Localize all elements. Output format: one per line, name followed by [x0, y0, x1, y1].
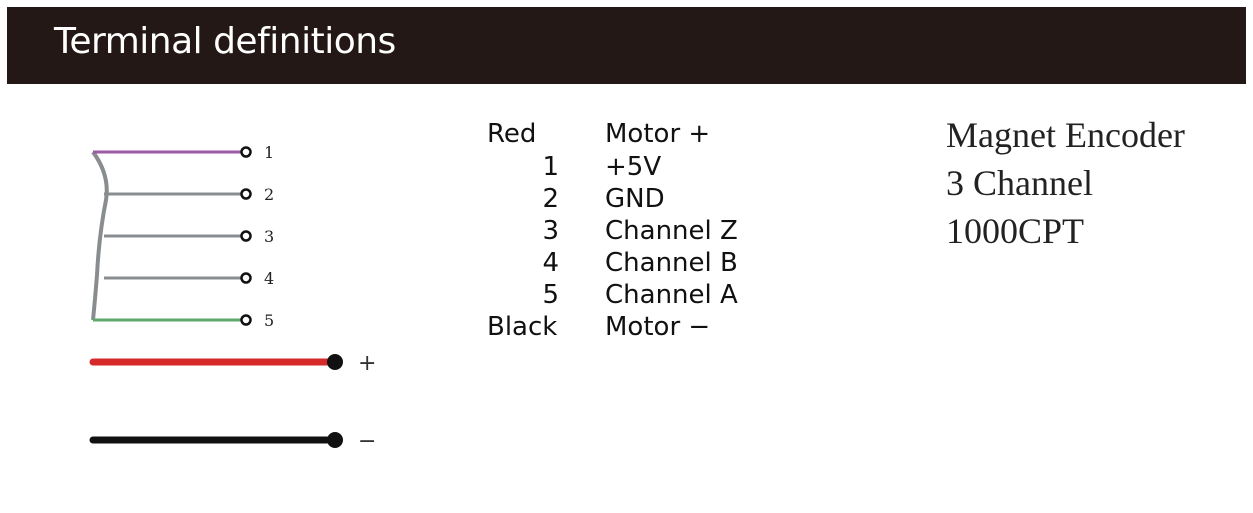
terminal-row-red: Red Motor + — [487, 118, 738, 151]
terminal-function: +5V — [605, 152, 662, 182]
wire-label: 5 — [542, 280, 559, 310]
terminal-function: Channel B — [605, 248, 738, 278]
wire-label: 3 — [542, 216, 559, 246]
wire-label: 4 — [542, 248, 559, 278]
wire-label: 2 — [542, 184, 559, 214]
plus-sign-label: + — [358, 351, 376, 376]
terminal-function: GND — [605, 184, 665, 214]
terminal-function: Channel A — [605, 280, 738, 310]
pin-terminal-1 — [240, 146, 252, 158]
pin-number-label: 3 — [264, 227, 274, 246]
title-bar: Terminal definitions — [7, 7, 1246, 84]
terminal-function: Motor − — [605, 312, 711, 342]
terminal-function: Channel Z — [605, 216, 738, 246]
terminal-row-black: Black Motor − — [487, 311, 738, 344]
spec-channels: 3 Channel — [946, 163, 1093, 203]
minus-sign-label: − — [358, 429, 376, 454]
terminal-row-1: 1 +5V — [487, 151, 738, 183]
pin-number-label: 2 — [264, 185, 274, 204]
pin-terminal-3 — [240, 230, 252, 242]
terminal-row-5: 5 Channel A — [487, 279, 738, 311]
pin-number-label: 4 — [264, 269, 274, 288]
spec-encoder-type: Magnet Encoder — [946, 115, 1185, 155]
encoder-specs: Magnet Encoder 3 Channel 1000CPT — [946, 111, 1185, 255]
terminal-function: Motor + — [605, 119, 711, 149]
pin-terminal-2 — [240, 188, 252, 200]
terminal-row-3: 3 Channel Z — [487, 215, 738, 247]
terminal-row-4: 4 Channel B — [487, 247, 738, 279]
terminal-row-2: 2 GND — [487, 183, 738, 215]
pin-number-label: 1 — [264, 143, 274, 162]
wire-bundle — [91, 150, 109, 321]
power-terminal-positive — [327, 354, 343, 370]
wire-label: 1 — [542, 152, 559, 182]
pin-terminal-5 — [240, 314, 252, 326]
spec-resolution: 1000CPT — [946, 211, 1085, 251]
wire-label: Red — [487, 119, 537, 149]
pin-number-label: 5 — [264, 311, 274, 330]
terminal-table: Red Motor + 1 +5V 2 GND 3 Channel Z 4 Ch… — [487, 118, 738, 344]
power-terminal-negative — [327, 432, 343, 448]
page-title: Terminal definitions — [54, 21, 396, 62]
wire-label: Black — [487, 312, 558, 342]
pin-terminal-4 — [240, 272, 252, 284]
